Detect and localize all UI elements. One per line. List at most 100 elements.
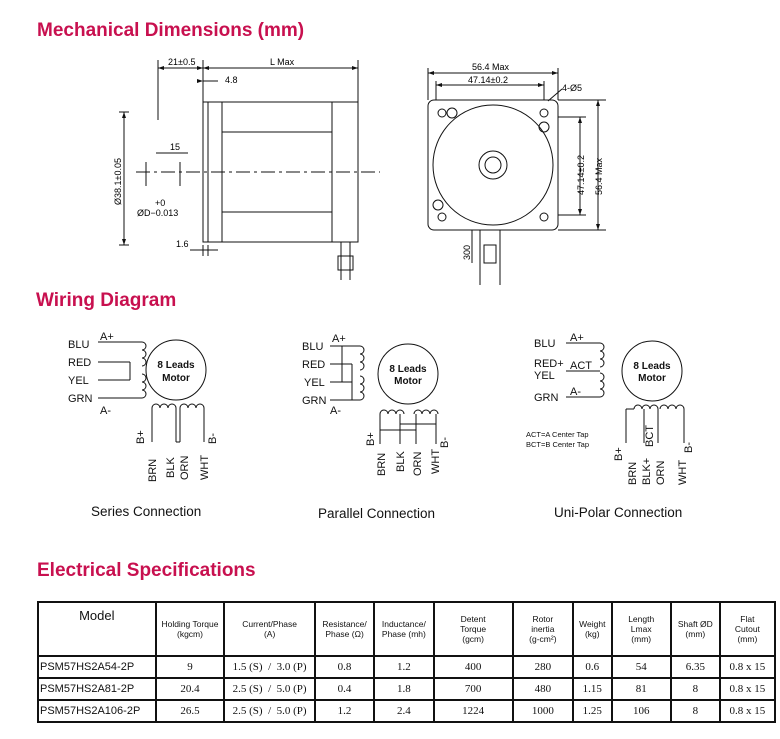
series-wire-orn: ORN — [179, 456, 191, 481]
series-wire-wht: WHT — [199, 455, 211, 480]
dim-width: 56.4 Max — [472, 62, 510, 72]
series-motor-label-2: Motor — [162, 373, 190, 384]
cell-length: 54 — [610, 655, 672, 679]
unipolar-wire-brn: BRN — [627, 462, 639, 485]
cell-weight: 1.15 — [572, 677, 613, 701]
parallel-wire-brn: BRN — [376, 453, 388, 476]
cell-current-phase: 1.5 (S) / 3.0 (P) — [223, 655, 316, 679]
cell-rotor-inertia: 280 — [511, 655, 575, 679]
table-row: PSM57HS2A81-2P 20.4 2.5 (S) / 5.0 (P) 0.… — [37, 677, 777, 701]
cell-resistance: 0.8 — [313, 655, 376, 679]
unipolar-wire-grn: GRN — [534, 392, 559, 404]
header-resistance: Resistance/Phase (Ω) — [313, 601, 376, 657]
parallel-b-minus: B- — [439, 437, 451, 448]
header-weight: Weight(kg) — [572, 601, 613, 657]
dim-length: L Max — [270, 57, 295, 67]
series-motor-label-1: 8 Leads — [157, 360, 195, 371]
series-a-plus: A+ — [100, 331, 114, 343]
cell-model: PSM57HS2A81-2P — [37, 677, 157, 701]
unipolar-act: ACT — [570, 360, 592, 372]
parallel-wire-yel: YEL — [304, 377, 325, 389]
unipolar-wire-yel: YEL — [534, 370, 555, 382]
table-row: PSM57HS2A106-2P 26.5 2.5 (S) / 5.0 (P) 1… — [37, 699, 777, 723]
header-shaft-diameter: Shaft ØD(mm) — [669, 601, 721, 657]
parallel-wire-blu: BLU — [302, 341, 323, 353]
cell-weight: 0.6 — [572, 655, 613, 679]
unipolar-wire-red: RED+ — [534, 358, 564, 370]
series-wiring-diagram: A+ BLU RED YEL GRN A- 8 Leads Motor B+ B… — [68, 331, 219, 482]
unipolar-wire-blk: BLK+ — [641, 458, 653, 485]
dim-lead-length: 300 — [462, 245, 472, 260]
cell-resistance: 1.2 — [313, 699, 376, 723]
cell-inductance: 2.4 — [373, 699, 435, 723]
parallel-wiring-diagram: A+ BLU RED YEL GRN A- 8 Leads Motor B+ B… — [302, 333, 451, 477]
series-wire-grn: GRN — [68, 393, 93, 405]
unipolar-wiring-diagram: A+ BLU RED+ ACT YEL A- GRN 8 Leads Motor… — [526, 332, 695, 485]
series-wire-brn: BRN — [147, 459, 159, 482]
unipolar-b-plus: B+ — [613, 447, 625, 461]
series-b-plus: B+ — [135, 430, 147, 444]
unipolar-motor-label-2: Motor — [638, 373, 666, 384]
parallel-wire-blk: BLK — [395, 451, 407, 472]
cell-holding-torque: 20.4 — [154, 677, 226, 701]
cell-detent-torque: 1224 — [432, 699, 514, 723]
dim-vertical-spacing: 47.14±0.2 — [576, 155, 586, 195]
unipolar-wire-wht: WHT — [677, 460, 689, 485]
dim-mounting-holes: 4-Ø5 — [562, 83, 582, 93]
unipolar-note-bct: BCT=B Center Tap — [526, 440, 589, 449]
parallel-a-minus: A- — [330, 405, 341, 417]
cell-inductance: 1.2 — [373, 655, 435, 679]
cell-flat-cutout: 0.8 x 15 — [718, 677, 777, 701]
parallel-a-plus: A+ — [332, 333, 346, 345]
front-view-drawing: 56.4 Max 47.14±0.2 4-Ø5 47.14±0.2 56.4 M… — [427, 62, 606, 285]
unipolar-a-minus: A- — [570, 386, 581, 398]
cell-model: PSM57HS2A54-2P — [37, 655, 157, 679]
cell-inductance: 1.8 — [373, 677, 435, 701]
cell-shaft-diameter: 8 — [669, 699, 721, 723]
parallel-motor-label-1: 8 Leads — [389, 364, 427, 375]
mechanical-dimensions-title: Mechanical Dimensions (mm) — [37, 20, 305, 41]
series-connection-caption: Series Connection — [91, 504, 202, 519]
dim-hole-spacing: 47.14±0.2 — [468, 75, 508, 85]
header-current-phase: Current/Phase(A) — [223, 601, 316, 657]
series-wire-red: RED — [68, 357, 91, 369]
series-wire-yel: YEL — [68, 375, 89, 387]
table-header-row: Model Holding Torque(kgcm) Current/Phase… — [37, 601, 777, 657]
parallel-wire-grn: GRN — [302, 395, 327, 407]
parallel-b-plus: B+ — [365, 432, 377, 446]
cell-shaft-diameter: 6.35 — [669, 655, 721, 679]
tolerance-plus: +0 — [155, 198, 165, 208]
unipolar-connection-caption: Uni-Polar Connection — [554, 505, 683, 520]
parallel-connection-caption: Parallel Connection — [318, 506, 436, 521]
cell-shaft-diameter: 8 — [669, 677, 721, 701]
series-wire-blu: BLU — [68, 339, 89, 351]
cell-model: PSM57HS2A106-2P — [37, 699, 157, 723]
header-inductance: Inductance/Phase (mh) — [373, 601, 435, 657]
cell-resistance: 0.4 — [313, 677, 376, 701]
series-a-minus: A- — [100, 405, 111, 417]
cell-holding-torque: 26.5 — [154, 699, 226, 723]
unipolar-note-act: ACT=A Center Tap — [526, 430, 589, 439]
parallel-wire-wht: WHT — [430, 449, 442, 474]
header-holding-torque: Holding Torque(kgcm) — [154, 601, 226, 657]
cell-current-phase: 2.5 (S) / 5.0 (P) — [223, 699, 316, 723]
unipolar-motor-label-1: 8 Leads — [633, 361, 671, 372]
cell-weight: 1.25 — [572, 699, 613, 723]
dim-flange-thickness: 1.6 — [176, 239, 189, 249]
cell-detent-torque: 700 — [432, 677, 514, 701]
unipolar-b-minus: B- — [683, 442, 695, 453]
dim-shaft-length: 15 — [170, 142, 180, 152]
parallel-wire-orn: ORN — [412, 452, 424, 477]
series-b-minus: B- — [207, 433, 219, 444]
unipolar-a-plus: A+ — [570, 332, 584, 344]
cell-length: 106 — [610, 699, 672, 723]
cell-rotor-inertia: 480 — [511, 677, 575, 701]
cell-holding-torque: 9 — [154, 655, 226, 679]
dim-vertical-width: 56.4 Max — [594, 157, 604, 195]
cell-flat-cutout: 0.8 x 15 — [718, 699, 777, 723]
tolerance-minus: ØD−0.013 — [137, 208, 178, 218]
header-model: Model — [37, 601, 157, 657]
